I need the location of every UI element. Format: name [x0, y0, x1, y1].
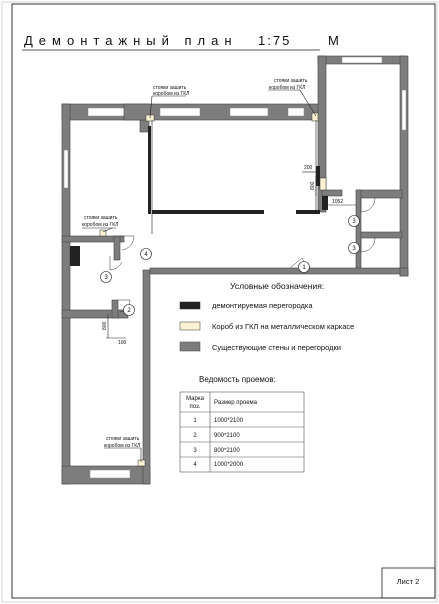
door-swing-right-lower — [360, 237, 376, 253]
door-swing-right-upper — [360, 197, 376, 213]
wall-right-outer — [399, 55, 409, 277]
door-mark-2: 2 — [127, 308, 131, 314]
dim-100: 100 — [118, 340, 127, 346]
wall-right-bottom-corner — [399, 267, 409, 277]
door-marks: 1 2 3 3 3 4 — [100, 215, 360, 316]
openings-header-mark-1: Марка — [186, 396, 204, 402]
drawing-frame — [11, 3, 436, 599]
svg-text:коробом из ГКЛ: коробом из ГКЛ — [153, 91, 189, 97]
dim-200: 200 — [304, 165, 313, 171]
wall-left-small-vert — [113, 235, 121, 261]
wall-left-inner-vertical — [142, 269, 151, 485]
title-suffix: М — [328, 33, 339, 48]
demo-partition-vertical — [148, 126, 151, 214]
door-mark-3-right-lower: 3 — [352, 246, 356, 252]
title-scale: 1:75 — [258, 33, 291, 48]
window-left-bottom — [89, 469, 131, 479]
openings-row-4-size: 1000*2000 — [214, 462, 244, 468]
legend-label-existing: Существующие стены и перегородки — [212, 343, 341, 352]
window-left-side — [63, 149, 69, 189]
wall-left-column — [111, 299, 119, 319]
openings-row-2-size: 900*2100 — [214, 433, 240, 439]
svg-text:стояки зашить: стояки зашить — [84, 215, 118, 221]
svg-text:стояки зашить: стояки зашить — [274, 78, 308, 84]
window-center-1 — [159, 107, 201, 117]
page-title: Демонтажный план — [24, 33, 238, 48]
door-swing-left-3 — [109, 256, 123, 271]
legend-swatch-demolition — [179, 301, 201, 310]
dim-800-right: 800 — [310, 181, 316, 190]
openings-row-1-size: 1000*2100 — [214, 418, 244, 424]
dimensions: 200 800 1052 800 100 — [102, 165, 356, 346]
sheet-number: Лист 2 — [397, 577, 420, 586]
legend-swatch-existing — [179, 341, 201, 352]
sheet-stamp — [381, 567, 436, 599]
dim-1052: 1052 — [332, 199, 343, 205]
demo-partition-right — [316, 166, 320, 186]
gkl-box-bottom-left — [137, 459, 146, 467]
window-center-3 — [287, 107, 305, 117]
callout-bottom-left: стояки зашить коробом из ГКЛ — [104, 436, 142, 462]
door-mark-3-right-upper: 3 — [352, 219, 356, 225]
window-left-top — [87, 107, 127, 117]
window-right-side — [401, 89, 407, 131]
openings-row-3-mark: 3 — [193, 448, 197, 454]
wall-right-bath-vert — [355, 189, 362, 271]
wall-right-inner — [317, 55, 327, 213]
openings-row-4-mark: 4 — [193, 462, 197, 468]
gkl-box-left-mid — [99, 229, 107, 237]
svg-text:коробом из ГКЛ: коробом из ГКЛ — [104, 443, 140, 449]
dim-800-left: 800 — [102, 321, 108, 330]
callout-top-center: стояки зашить коробом из ГКЛ — [149, 85, 189, 119]
svg-text:стояки зашить: стояки зашить — [153, 85, 187, 91]
wall-corridor-bottom — [149, 267, 407, 275]
gkl-box-right — [319, 177, 327, 191]
callout-left-mid: стояки зашить коробом из ГКЛ — [82, 215, 118, 233]
wall-right-bath-3 — [321, 189, 343, 197]
window-center-2 — [229, 107, 269, 117]
openings-title: Ведомость проемов: — [199, 375, 276, 384]
door-mark-3-left: 3 — [104, 275, 108, 281]
openings-row-1-mark: 1 — [193, 418, 197, 424]
svg-text:коробом из ГКЛ: коробом из ГКЛ — [269, 85, 305, 91]
wall-left-mid-horizontal — [61, 235, 125, 243]
legend-swatch-gkl — [179, 321, 201, 331]
callout-top-right: стояки зашить коробом из ГКЛ — [268, 78, 317, 117]
openings-row-2-mark: 2 — [193, 433, 197, 439]
door-mark-1: 1 — [302, 265, 306, 271]
demo-partition-center-2 — [296, 210, 320, 214]
demo-partition-right-2 — [322, 196, 328, 210]
svg-text:стояки зашить: стояки зашить — [106, 436, 140, 442]
legend: Условные обозначения: демонтируемая пере… — [179, 281, 354, 352]
legend-label-demolition: демонтируемая перегородка — [212, 301, 313, 310]
legend-title: Условные обозначения: — [230, 281, 324, 291]
openings-schedule: Ведомость проемов: Марка поз. Размер про… — [179, 375, 305, 473]
openings-row-3-size: 800*2100 — [214, 448, 240, 454]
floor-plan — [61, 55, 409, 485]
door-mark-4: 4 — [144, 252, 148, 258]
window-right-top — [341, 56, 383, 64]
openings-header-size: Размер проема — [214, 400, 258, 406]
demo-partition-center-1 — [152, 210, 264, 214]
demo-partition-left — [70, 246, 80, 266]
wall-stub — [139, 119, 150, 133]
openings-header-mark-2: поз. — [190, 404, 201, 410]
svg-text:коробом из ГКЛ: коробом из ГКЛ — [82, 222, 118, 228]
wall-right-bath-2 — [357, 231, 403, 239]
door-swing-left-4 — [120, 235, 135, 251]
legend-label-gkl: Короб из ГКЛ на металлическом каркасе — [212, 322, 354, 331]
wall-right-bath-1 — [357, 189, 403, 199]
